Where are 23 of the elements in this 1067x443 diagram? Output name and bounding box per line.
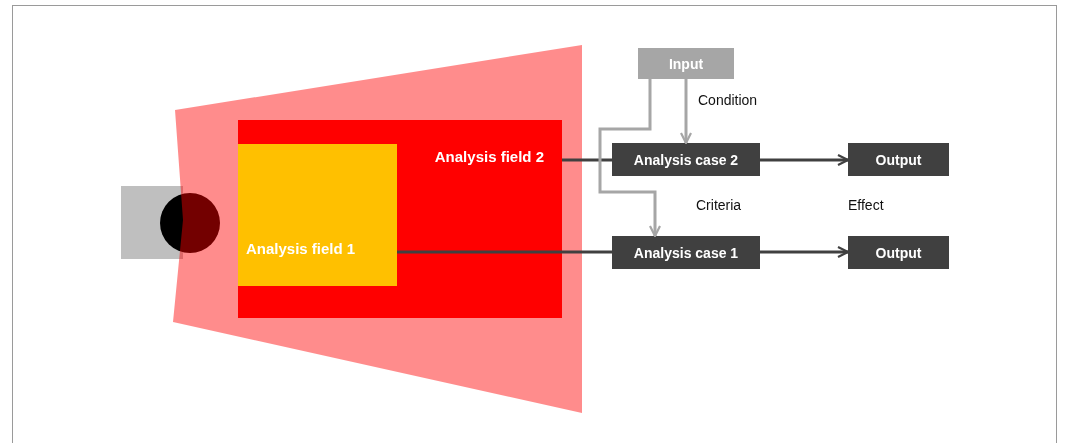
node-label: Analysis field 2 [434,148,544,165]
process-box [612,236,760,269]
connector-line [562,158,612,162]
process-box [612,143,760,176]
analysis-field-area [238,144,397,286]
node-label: Analysis case 2 [633,151,739,168]
annotation-label: Criteria [696,197,742,213]
node-label: Analysis case 1 [633,244,739,261]
node-label: Output [875,244,922,261]
arrow [598,79,662,238]
annotation-label: Effect [848,197,884,213]
arrow [760,153,850,167]
node-label: Output [875,151,922,168]
analysis-field-area [238,120,562,318]
output-box [848,143,949,176]
node-label: Input [668,55,704,72]
output-box [848,236,949,269]
node-label: Analysis field 1 [246,240,356,257]
connector-line [397,250,612,254]
annotation-label: Condition [698,92,758,108]
arrow [679,79,693,145]
input-box [638,48,734,79]
arrow [760,245,850,259]
